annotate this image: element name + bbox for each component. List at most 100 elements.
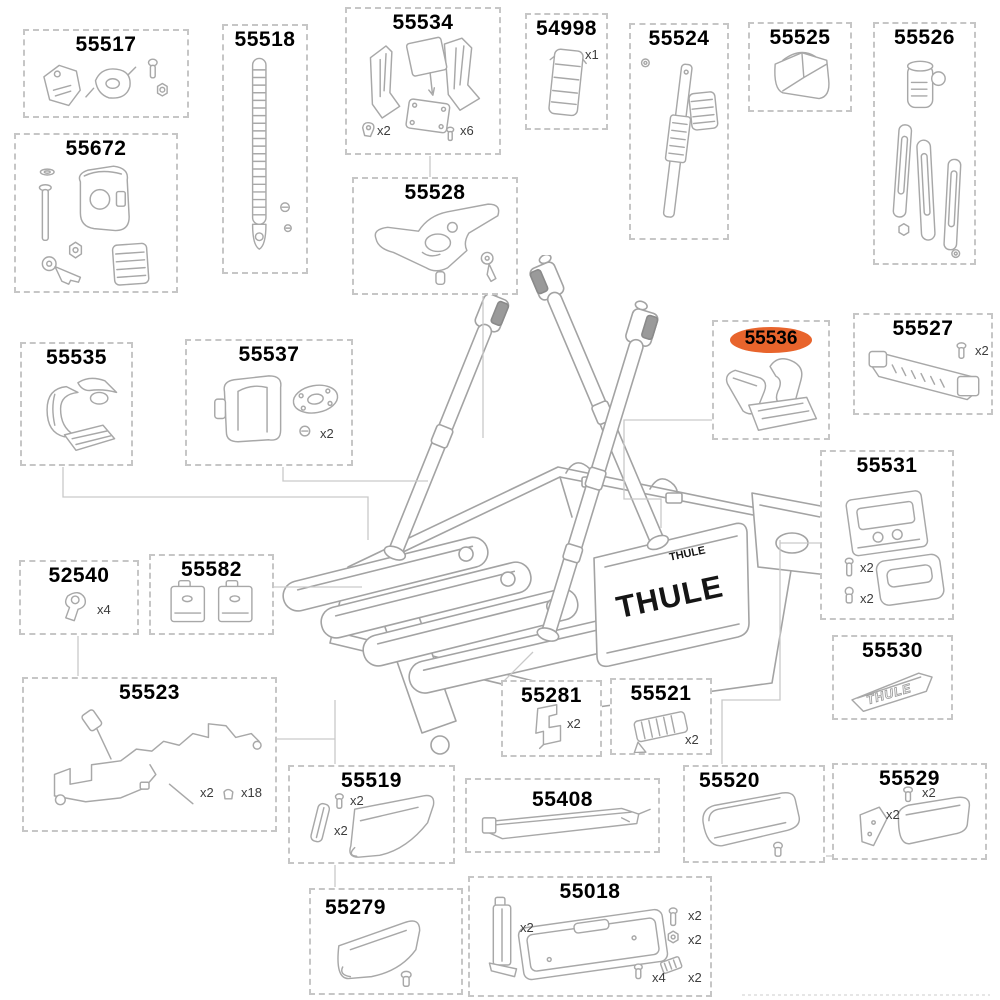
plate-holder-frame-part: [845, 490, 929, 557]
clip-icon: [361, 121, 375, 138]
wiring-harness-part: [53, 709, 262, 806]
part-box-55536[interactable]: 55536: [712, 320, 830, 440]
part-box-55521[interactable]: 55521 x2: [610, 678, 712, 755]
screw-icon: [903, 786, 914, 803]
part-illustration-55525: [774, 51, 830, 100]
part-box-55530[interactable]: 55530 THULE: [832, 635, 953, 720]
plate-holder-part: [517, 908, 669, 981]
wheel-tray-arms: [282, 536, 631, 694]
part-box-55526[interactable]: 55526: [873, 22, 976, 265]
part-number: 55536: [729, 327, 813, 353]
quantity-label: x2: [886, 807, 900, 822]
part-box-55279[interactable]: 55279: [309, 888, 463, 995]
part-box-52540[interactable]: 52540 x4: [19, 560, 139, 635]
screw-icon: [772, 841, 784, 857]
part-box-55281[interactable]: 55281 x2: [501, 680, 602, 757]
part-number: 55531: [856, 454, 918, 477]
part-illustration-55519: [310, 793, 435, 858]
rail-beam-part: [481, 807, 651, 840]
quantity-label: x2: [520, 920, 534, 935]
quantity-label: x2: [922, 785, 936, 800]
part-box-54998[interactable]: 54998 x1: [525, 13, 608, 130]
part-box-55408[interactable]: 55408: [465, 778, 660, 853]
quantity-label: x18: [241, 785, 262, 800]
part-number: 55523: [119, 681, 180, 704]
cradle-part: [725, 358, 818, 431]
part-illustration-55582: [170, 580, 253, 623]
part-box-55534[interactable]: 55534 x2 x6: [345, 7, 501, 155]
part-box-55529[interactable]: 55529 x2 x2: [832, 763, 987, 860]
ratchet-pad-part: [688, 91, 719, 131]
part-illustration-55536: [725, 358, 818, 431]
part-illustration-55523: [53, 709, 262, 806]
quantity-label: x2: [688, 932, 702, 947]
part-illustration-55281: [535, 704, 562, 750]
part-number: 55537: [238, 343, 300, 366]
part-box-55018[interactable]: 55018 x2 x2 x2 x4 x2: [468, 876, 712, 997]
part-box-55535[interactable]: 55535: [20, 342, 133, 466]
part-box-55520[interactable]: 55520: [683, 765, 825, 863]
cable-clip-part: [64, 592, 87, 622]
part-box-55537[interactable]: 55537 x2: [185, 339, 353, 466]
part-number: 55534: [392, 11, 454, 34]
part-box-55531[interactable]: 55531 x2 x2: [820, 450, 954, 620]
bracket-part: [85, 66, 137, 99]
quantity-label: x2: [350, 793, 364, 808]
thule-badge-part: THULE: [851, 672, 933, 713]
part-number: 55520: [699, 769, 760, 792]
adapter-block-part: [170, 580, 206, 623]
part-illustration-55528: [374, 203, 500, 286]
part-number: 55672: [65, 137, 127, 160]
wheel-tray-part: [349, 794, 435, 858]
nut-icon: [156, 82, 168, 97]
part-box-55517[interactable]: 55517: [23, 29, 189, 118]
screw-icon: [844, 557, 854, 577]
screw-icon: [147, 58, 158, 79]
part-illustration-55408: [481, 807, 651, 840]
bike-arm-right: [536, 300, 659, 642]
key-part: [41, 256, 82, 285]
screw-icon: [334, 793, 344, 809]
part-number: 55526: [894, 26, 955, 49]
strap-rail-part: [892, 124, 913, 218]
bracket-clip-part: [535, 704, 562, 750]
part-box-55518[interactable]: 55518: [222, 24, 308, 274]
screw-icon: [633, 963, 643, 980]
quantity-label: x2: [200, 785, 214, 800]
part-number: 55582: [181, 558, 242, 581]
handle-part: [374, 203, 500, 286]
part-number: 55528: [404, 181, 466, 204]
part-box-55523[interactable]: 55523 x2 x18: [22, 677, 277, 832]
part-box-55582[interactable]: 55582: [149, 554, 274, 635]
part-illustration-55279: [337, 920, 421, 987]
highlighted-part-number-pill: 55536: [714, 327, 828, 353]
quantity-label: x6: [460, 123, 474, 138]
pin-icon: [168, 783, 194, 805]
part-illustration-55517: [43, 58, 168, 107]
part-box-55524[interactable]: 55524: [629, 23, 729, 240]
part-number: 54998: [536, 17, 597, 40]
part-illustration-55534: [361, 36, 481, 142]
part-box-55525[interactable]: 55525: [748, 22, 852, 112]
part-number: 52540: [48, 564, 110, 587]
part-number: 55408: [532, 788, 593, 811]
part-box-55672[interactable]: 55672: [14, 133, 178, 293]
part-illustration-55529: [859, 786, 971, 847]
screw-icon: [280, 202, 291, 213]
screw-icon: [299, 425, 311, 437]
plate-insert-part: [875, 553, 945, 606]
quantity-label: x2: [688, 908, 702, 923]
part-box-55519[interactable]: 55519 x2 x2: [288, 765, 455, 864]
screw-icon: [956, 342, 967, 359]
part-number: 55525: [769, 26, 831, 49]
part-illustration-55672: [38, 165, 150, 286]
part-illustration-54998: [548, 48, 587, 117]
wedge-part: [859, 806, 888, 847]
part-box-55528[interactable]: 55528: [352, 177, 518, 295]
clip-icon: [223, 788, 234, 800]
cradle-hook-part: [46, 377, 118, 452]
quantity-label: x2: [975, 343, 989, 358]
part-box-55527[interactable]: 55527 x2: [853, 313, 993, 415]
clip-icon: [659, 956, 683, 974]
quantity-label: x2: [567, 716, 581, 731]
